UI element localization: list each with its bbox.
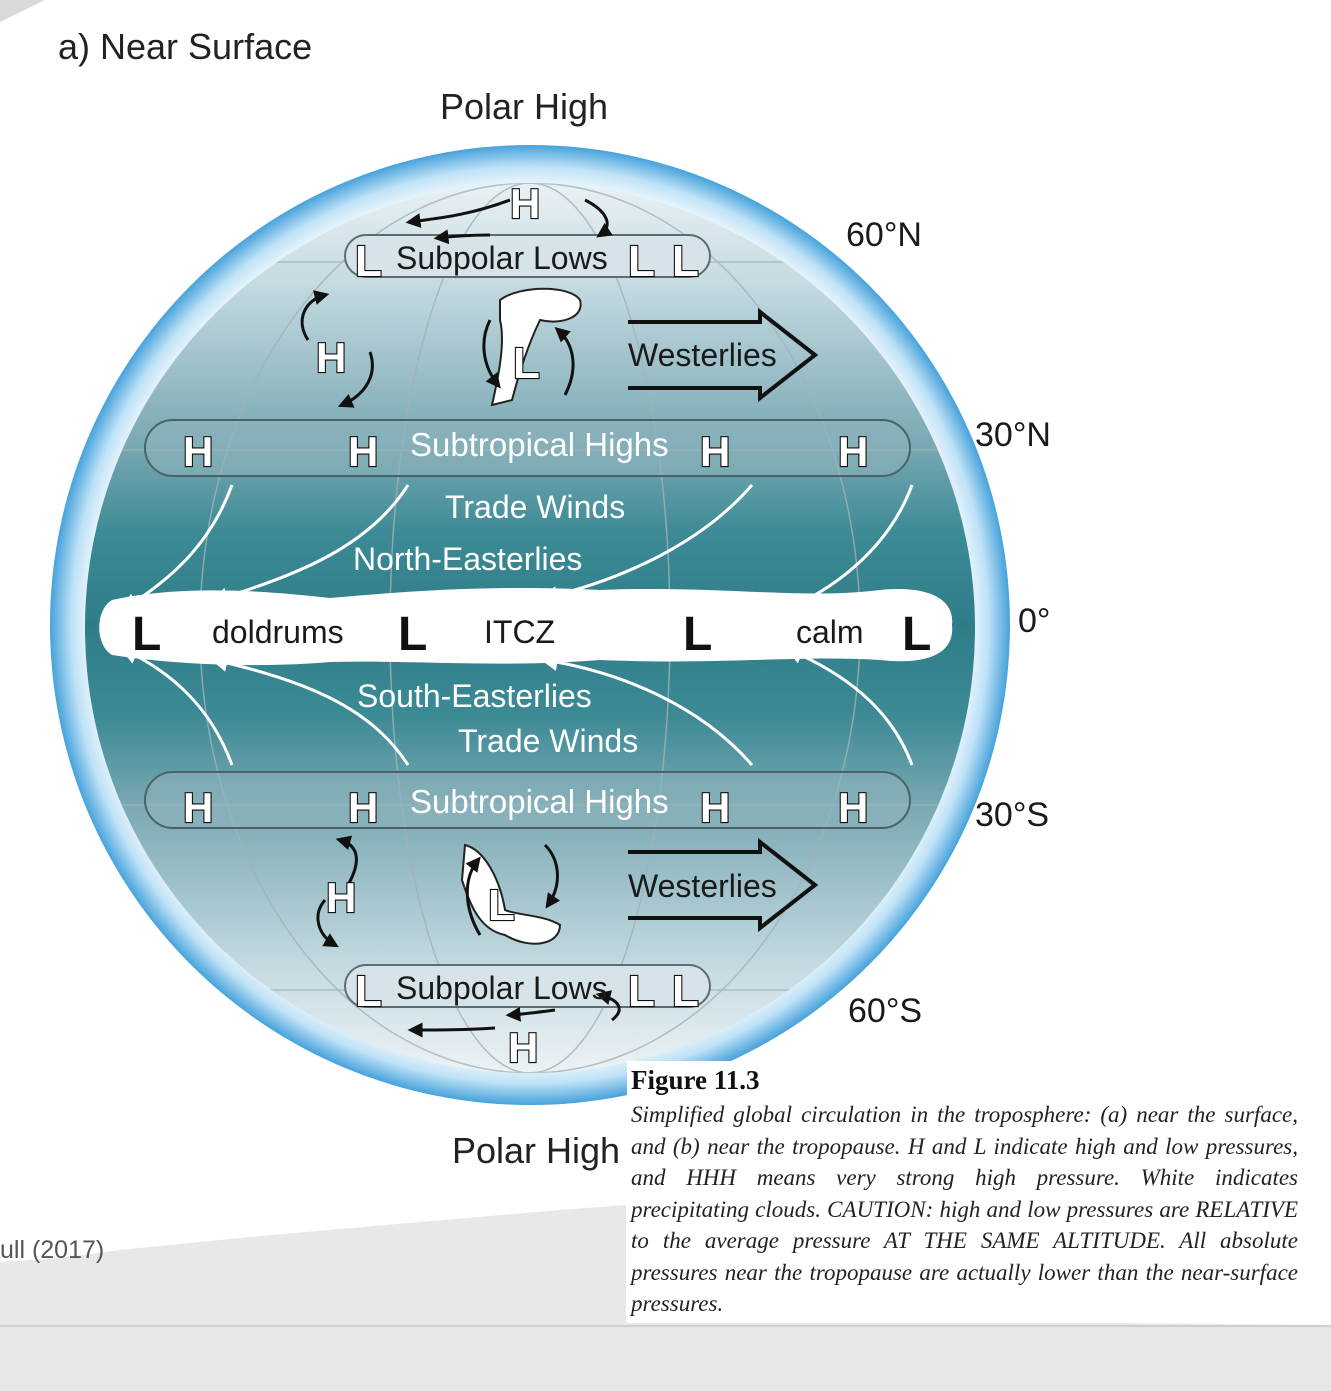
itcz-label: ITCZ [484,614,555,650]
subpolar-belt-south [344,964,711,1008]
subpolar-belt-north [344,234,711,278]
westerlies-arrow-north [628,307,819,403]
panel-title: a) Near Surface [58,26,313,67]
polar-high-label-top: Polar High [440,86,609,127]
south-easterlies-label: South-Easterlies [357,678,592,714]
itcz-low-symbol-3: L [683,608,712,661]
itcz-low-symbol-1: L [132,608,161,661]
low-symbols: L L L L L L L L [354,236,700,1017]
calm-label: calm [796,614,864,650]
figure-caption-title: Figure 11.3 [631,1065,760,1095]
latitude-60n-label: 60°N [846,216,922,254]
polar-high-symbol-south: H [508,1024,538,1071]
itcz-low-symbols: L L L L [132,608,931,661]
subtropical-highs-label-south: Subtropical Highs [410,783,669,820]
source-credit: ull (2017) [0,1236,105,1264]
itcz-low-symbol-4: L [902,608,931,661]
figure-caption: Figure 11.3 Simplified global circulatio… [627,1061,1304,1323]
trade-winds-label-south: Trade Winds [458,723,638,759]
subtropical-high-symbol-7: H [700,784,730,831]
latitude-30n-label: 30°N [975,416,1051,454]
pressure-symbols: H H H H H H H H H H H H [182,179,870,1072]
latitude-60s-label: 60°S [848,992,923,1030]
polar-high-symbol-north: H [510,180,540,227]
subtropical-belt-north [144,419,911,477]
subpolar-low-symbol-1: L [355,237,382,286]
subpolar-low-symbol-6: L [672,967,699,1016]
subtropical-high-symbol-2: H [348,428,378,475]
subpolar-lows-label-north: Subpolar Lows [396,240,608,276]
westerlies-label-north: Westerlies [628,337,777,373]
circulation-arrows [300,198,621,1038]
midlat-cyclone-cloud-north [490,287,582,407]
high-symbol-south-midlat: H [326,874,356,921]
midlat-cyclone-cloud-south [460,843,562,945]
subpolar-low-symbol-2: L [628,237,655,286]
latitude-equator-label: 0° [1018,602,1051,640]
subtropical-high-symbol-8: H [838,784,868,831]
subpolar-low-symbol-5: L [628,967,655,1016]
subpolar-low-symbol-3: L [672,237,699,286]
itcz-cloud-band [99,587,953,666]
high-symbol-north-midlat: H [316,334,346,381]
westerlies-arrow-south [628,837,819,933]
subtropical-high-symbol-6: H [348,784,378,831]
subtropical-high-symbol-3: H [700,428,730,475]
westerlies-label-south: Westerlies [628,868,777,904]
trade-winds-label-north: Trade Winds [445,489,625,525]
subtropical-belt-south [144,771,911,829]
doldrums-label: doldrums [212,614,344,650]
polar-high-label-bottom: Polar High [452,1130,621,1171]
subtropical-high-symbol-4: H [838,428,868,475]
subtropical-high-symbol-5: H [183,784,213,831]
subtropical-highs-label-north: Subtropical Highs [410,426,669,463]
cyclone-low-symbol-north: L [513,339,540,388]
figure-caption-body: Simplified global circulation in the tro… [631,1102,1298,1316]
subtropical-high-symbol-1: H [183,428,213,475]
north-easterlies-label: North-Easterlies [353,541,582,577]
itcz-low-symbol-2: L [398,608,427,661]
subpolar-lows-label-south: Subpolar Lows [396,970,608,1006]
subpolar-low-symbol-4: L [355,967,382,1016]
latitude-30s-label: 30°S [975,796,1050,834]
cyclone-low-symbol-south: L [488,881,515,930]
